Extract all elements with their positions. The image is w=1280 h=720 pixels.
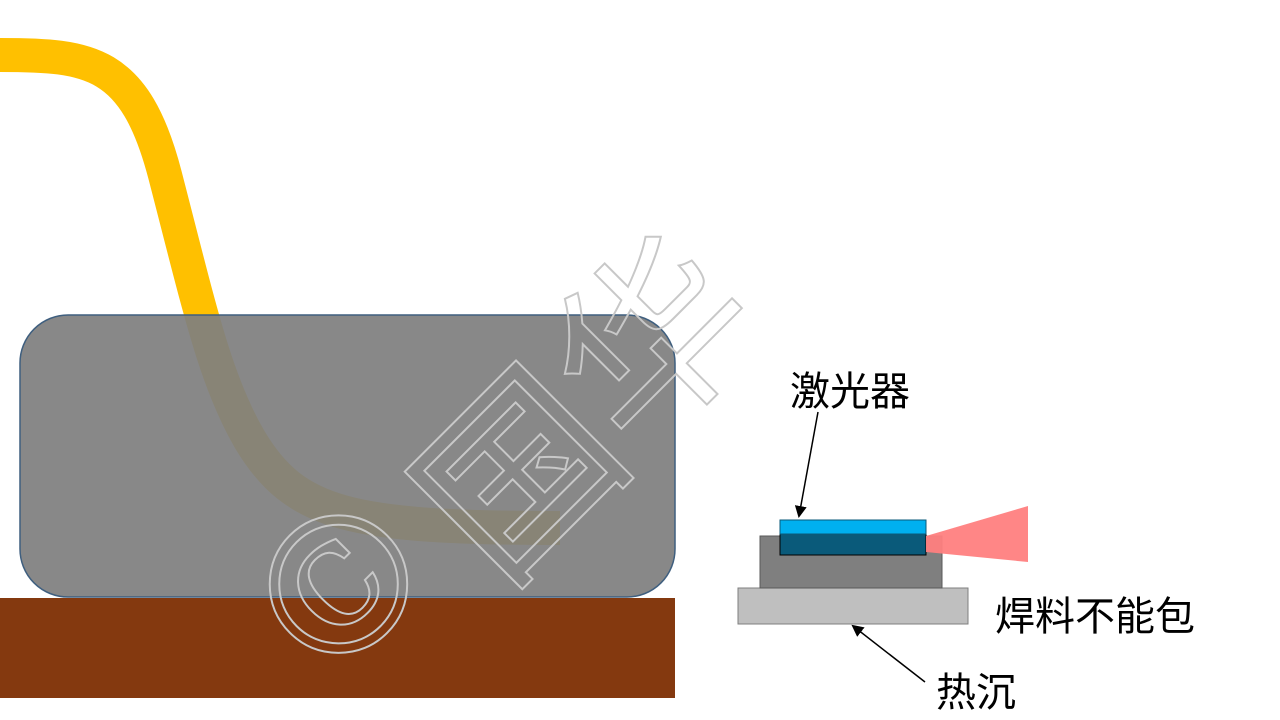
heat-sink-plate	[737, 587, 969, 625]
laser-chip-top-layer	[779, 519, 927, 535]
label-solder: 焊料不能包	[995, 594, 1195, 640]
laser-pointer-arrow	[794, 411, 819, 518]
heatsink-pointer-arrow	[851, 624, 926, 683]
brown-base-substrate	[0, 598, 675, 698]
gray-encapsulation-block	[19, 314, 676, 598]
laser-chip-body	[779, 532, 927, 556]
label-heatsink: 热沉	[936, 670, 1016, 716]
label-laser: 激光器	[790, 369, 910, 415]
laser-beam	[926, 506, 1028, 562]
